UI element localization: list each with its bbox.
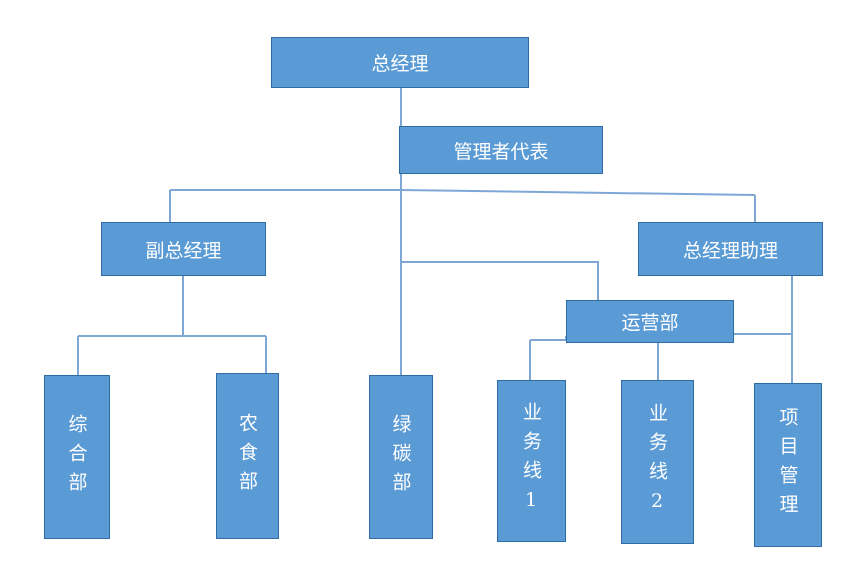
node-deputy-general-manager: 副总经理	[101, 222, 266, 276]
node-operations-dept: 运营部	[566, 300, 734, 343]
node-project-management: 项目管理	[754, 383, 822, 547]
node-green-carbon-dept: 绿碳部	[369, 375, 433, 539]
node-business-line-1: 业务线1	[497, 380, 566, 542]
node-business-line-2: 业务线2	[621, 380, 694, 544]
node-general-dept: 综合部	[44, 375, 110, 539]
node-agri-food-dept: 农食部	[216, 373, 279, 539]
connector-ops-left	[530, 336, 567, 341]
node-general-manager: 总经理	[271, 37, 529, 88]
node-gm-assistant: 总经理助理	[638, 222, 823, 276]
connector-to-ops	[401, 261, 599, 300]
node-management-representative: 管理者代表	[399, 126, 603, 174]
connector-top-bar	[170, 189, 756, 196]
